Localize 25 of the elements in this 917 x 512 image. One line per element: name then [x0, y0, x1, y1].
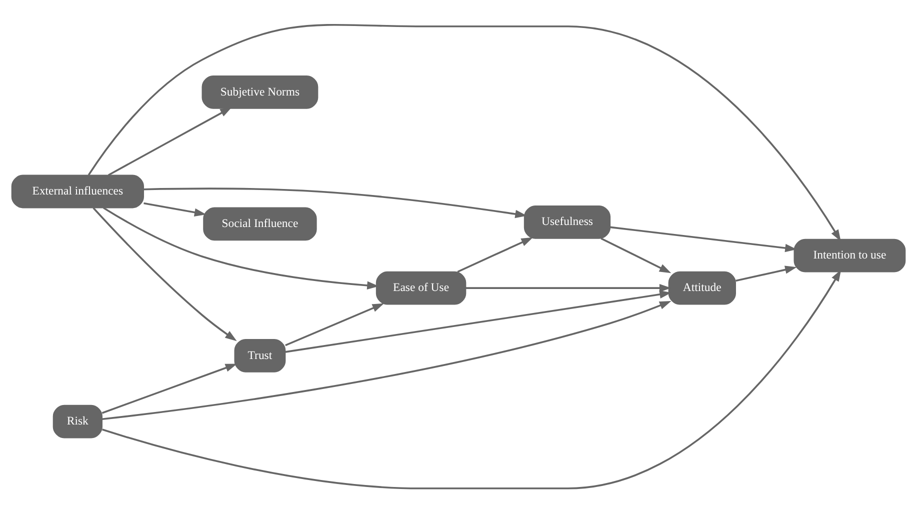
arrow — [92, 206, 237, 341]
node-box: Risk — [52, 404, 102, 438]
arrow — [102, 363, 238, 414]
arrow — [610, 226, 797, 252]
node-box: Usefulness — [524, 204, 611, 238]
arrow — [88, 23, 841, 241]
arrow — [102, 269, 842, 489]
arrow — [144, 202, 206, 216]
arrow — [144, 187, 527, 218]
node-box: Subjetive Norms — [202, 75, 318, 108]
node-box: External influences — [11, 174, 144, 208]
node-box: Intention to use — [794, 238, 906, 272]
arrow — [103, 206, 379, 290]
arrow — [736, 265, 797, 282]
arrow — [600, 237, 672, 273]
node-box: Social Influence — [203, 206, 317, 240]
arrow — [285, 290, 672, 352]
arrow — [285, 302, 384, 346]
node-box: Trust — [234, 338, 286, 372]
node-box: Attitude — [668, 270, 736, 304]
arrow — [457, 236, 534, 272]
arrow — [102, 300, 672, 420]
arrow — [466, 283, 672, 292]
node-box: Ease of Use — [376, 270, 466, 304]
arrow — [108, 106, 232, 176]
